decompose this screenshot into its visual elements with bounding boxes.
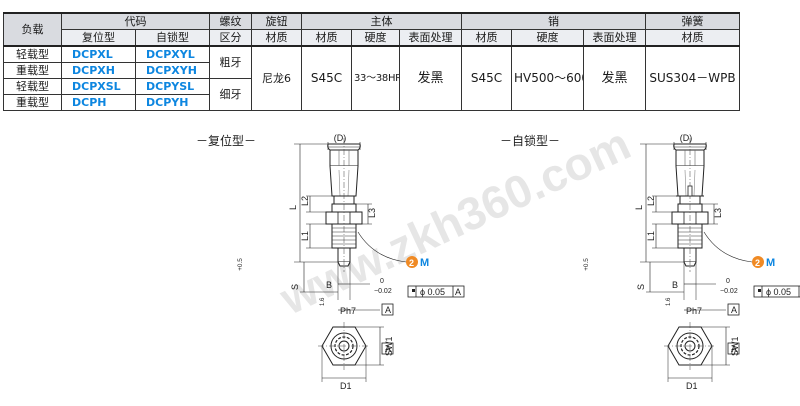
dim-b: B [672, 280, 678, 290]
row-load: 重载型 [3, 62, 62, 79]
dim-l2: L2 [646, 196, 656, 206]
header-pin-material: 材质 [461, 29, 512, 47]
dim-b-tol-lo: −0.02 [374, 288, 392, 295]
header-knob: 旋钮 [251, 12, 302, 30]
right-plunger-drawing: (D) L L2 L1 L3 S +0.5 B 0 −0.02 ϕ 0.05 A… [583, 133, 800, 391]
header-normal: 复位型 [61, 29, 136, 47]
header-thread2: 区分 [209, 29, 252, 47]
m-number: 2 [755, 258, 760, 268]
dim-b: B [326, 280, 332, 290]
code-normal: DCPH [61, 94, 136, 111]
left-drawing-title: －复位型－ [196, 133, 256, 148]
dim-d: (D) [680, 133, 693, 143]
header-pin-surface: 表面处理 [582, 29, 647, 47]
header-pin: 销 [460, 12, 647, 30]
gdt-datum: A [455, 287, 461, 297]
header-lock: 自锁型 [135, 29, 210, 47]
right-drawing-title: －自锁型－ [500, 133, 560, 148]
dim-d1: D1 [686, 381, 698, 391]
m-number: 2 [409, 258, 414, 268]
datum-a: A [385, 305, 391, 315]
left-plunger-drawing: (D) L L2 L1 L3 S +0.5 B 0 −0.02 ϕ 0.05 A… [237, 133, 465, 391]
dim-l3: L3 [713, 208, 723, 218]
gdt-value: ϕ 0.05 [420, 287, 445, 297]
header-pin-hardness: 硬度 [511, 29, 584, 47]
spec-table: 负载 代码 螺纹 旋钮 主体 销 弹簧 复位型 自锁型 区分 材质 材质 硬度 … [3, 12, 741, 111]
dim-roughness: 1.6 [666, 297, 672, 306]
header-body-material: 材质 [301, 29, 352, 47]
header-body-hardness: 硬度 [351, 29, 400, 47]
dim-b-tol-up: 0 [726, 278, 730, 285]
pin-material: S45C [461, 45, 512, 111]
dim-ph: Ph7 [686, 306, 702, 316]
dim-l3: L3 [367, 208, 377, 218]
code-normal: DCPXL [61, 45, 136, 63]
dim-sw1: SW1 [384, 336, 394, 356]
dim-roughness: 1.6 [320, 297, 326, 306]
dim-ph: Ph7 [340, 306, 356, 316]
header-body-surface: 表面处理 [399, 29, 462, 47]
header-load: 负载 [3, 12, 62, 47]
dim-b-tol-lo: −0.02 [720, 288, 738, 295]
dim-l1: L1 [646, 231, 656, 241]
pin-surface: 发黑 [582, 45, 647, 111]
header-spring: 弹簧 [645, 12, 741, 30]
datum-a: A [731, 305, 737, 315]
dim-d: (D) [334, 133, 347, 143]
row-load: 重载型 [3, 94, 62, 111]
dim-s-tol: +0.5 [237, 258, 244, 271]
knob-material: 尼龙6 [251, 45, 302, 111]
thread-fine: 细牙 [209, 78, 252, 111]
header-knob-material: 材质 [251, 29, 302, 47]
thread-coarse: 粗牙 [209, 45, 252, 79]
dim-s: S [636, 284, 646, 290]
dim-sw1: SW1 [730, 336, 740, 356]
datum-a-top: A [385, 344, 391, 354]
gdt-value: ϕ 0.05 [766, 287, 791, 297]
header-spring-material: 材质 [645, 29, 741, 47]
dim-d1: D1 [340, 381, 352, 391]
code-lock: DCPYH [135, 94, 210, 111]
dim-s-tol: +0.5 [583, 258, 590, 271]
datum-a-top: A [731, 344, 737, 354]
m-label: M [420, 257, 429, 269]
dim-l1: L1 [300, 231, 310, 241]
dim-l: L [288, 205, 298, 210]
row-load: 轻载型 [3, 45, 62, 63]
dim-s: S [290, 284, 300, 290]
pin-hardness: HV500～600 [511, 45, 584, 111]
dim-l: L [634, 205, 644, 210]
dim-b-tol-up: 0 [380, 278, 384, 285]
spring-material: SUS304－WPB [645, 45, 741, 111]
dim-l2: L2 [300, 196, 310, 206]
m-label: M [766, 257, 775, 269]
